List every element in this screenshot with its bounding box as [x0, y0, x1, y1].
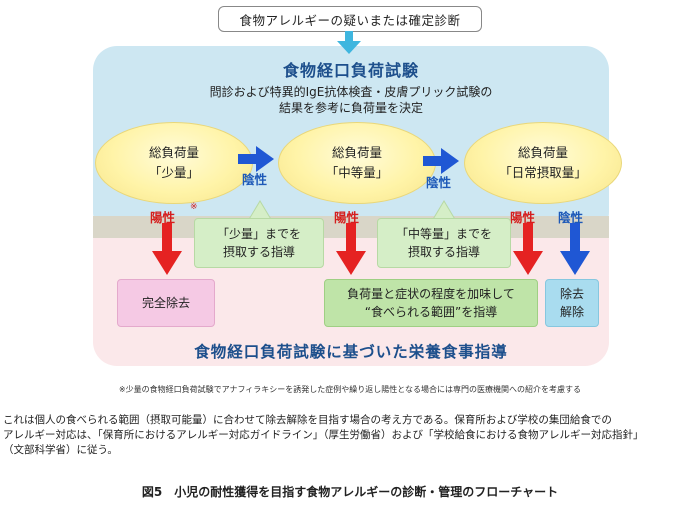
removal-lift-box: 除去 解除 — [545, 279, 599, 327]
right-arrow-icon — [238, 146, 274, 172]
positive-label-1: 陽性 — [150, 210, 176, 225]
down-arrow-icon — [336, 223, 366, 275]
down-arrow-icon — [152, 223, 182, 275]
down-arrow-icon — [337, 31, 361, 54]
down-arrow-icon — [513, 223, 543, 275]
negative-label-3: 陰性 — [558, 210, 584, 225]
stage-medium-line2: 「中等量」 — [325, 165, 389, 180]
stage-small-line1: 総負荷量 — [148, 145, 199, 160]
stage-daily-line2: 「日常摂取量」 — [499, 165, 587, 180]
callout-medium-line2: 摂取する指導 — [407, 245, 480, 259]
figure-caption: 図5 小児の耐性獲得を目指す食物アレルギーの診断・管理のフローチャート — [141, 485, 559, 499]
body-line-3: （文部科学省）に従う。 — [3, 444, 118, 456]
edible-range-line1: 負荷量と症状の程度を加味して — [347, 287, 515, 301]
removal-lift-line1: 除去 — [559, 287, 584, 301]
complete-removal-label: 完全除去 — [141, 296, 190, 310]
positive-label-2: 陽性 — [334, 210, 360, 225]
upper-panel-desc-line1: 問診および特異的IgE抗体検査・皮膚プリック試験の — [209, 85, 493, 99]
callout-small-line2: 摂取する指導 — [222, 245, 295, 259]
upper-panel-desc-line2: 結果を参考に負荷量を決定 — [278, 101, 423, 115]
down-arrow-icon — [560, 223, 590, 275]
body-paragraph: これは個人の食べられる範囲（摂取可能量）に合わせて除去解除を目指す場合の考え方で… — [3, 413, 697, 458]
edible-range-box: 負荷量と症状の程度を加味して “食べられる範囲”を指導 — [324, 279, 538, 327]
removal-lift-line2: 解除 — [559, 305, 584, 319]
negative-label-2: 陰性 — [426, 175, 452, 190]
stage-daily-line1: 総負荷量 — [517, 145, 568, 160]
body-line-2: アレルギー対応は、「保育所におけるアレルギー対応ガイドライン」（厚生労働省）およ… — [3, 429, 644, 441]
stage-daily-dose: 総負荷量 「日常摂取量」 — [464, 122, 622, 204]
stage-small-line2: 「少量」 — [148, 165, 199, 180]
footnote: ※少量の食物経口負荷試験でアナフィラキシーを誘発した症例や繰り返し陽性となる場合… — [118, 385, 582, 394]
lower-panel-title: 食物経口負荷試験に基づいた栄養食事指導 — [194, 343, 508, 361]
asterisk-mark: ※ — [190, 202, 198, 212]
callout-medium-line1: 「中等量」までを — [395, 227, 492, 241]
negative-label-1: 陰性 — [242, 172, 268, 187]
stage-small-dose: 総負荷量 「少量」 — [95, 122, 253, 204]
diagnosis-box: 食物アレルギーの疑いまたは確定診断 — [218, 6, 482, 32]
edible-range-line2: “食べられる範囲”を指導 — [364, 305, 498, 319]
upper-panel-title: 食物経口負荷試験 — [282, 61, 419, 80]
callout-medium-dose: 「中等量」までを 摂取する指導 — [377, 218, 511, 268]
right-arrow-icon — [423, 148, 459, 174]
complete-removal-box: 完全除去 — [117, 279, 215, 327]
stage-medium-line1: 総負荷量 — [331, 145, 382, 160]
stage-medium-dose: 総負荷量 「中等量」 — [278, 122, 436, 204]
callout-small-dose: 「少量」までを 摂取する指導 — [194, 218, 324, 268]
callout-small-line1: 「少量」までを — [216, 227, 301, 241]
positive-label-3: 陽性 — [510, 210, 536, 225]
body-line-1: これは個人の食べられる範囲（摂取可能量）に合わせて除去解除を目指す場合の考え方で… — [3, 414, 612, 426]
